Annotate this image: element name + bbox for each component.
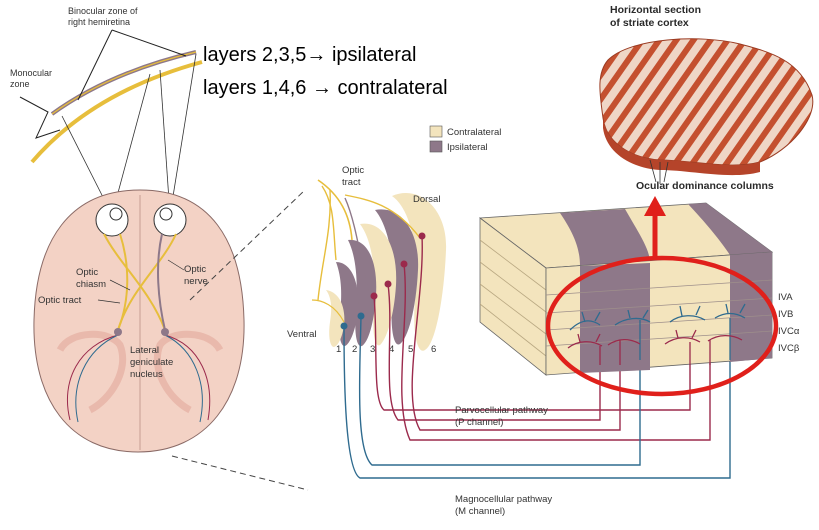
svg-text:tract: tract xyxy=(342,177,361,188)
lgn-layer-label-3: 3 xyxy=(370,344,375,355)
lgn-layer-6 xyxy=(392,193,447,351)
lgn-diagram: Optic tract Dorsal Ventral 1 2 3 4 5 6 xyxy=(287,165,447,355)
monocular-zone-pointer xyxy=(19,96,61,139)
lgn-layer-label-4: 4 xyxy=(389,344,394,355)
lgn-optic-tract-label: Optic xyxy=(342,165,364,176)
cortex-layer-iva: IVA xyxy=(778,292,793,303)
optic-nerve-label: Optic xyxy=(184,264,206,275)
ocular-dominance-label: Ocular dominance columns xyxy=(636,180,774,192)
striate-cortex-section: Horizontal section of striate cortex Ocu… xyxy=(599,4,814,192)
cortex-stripes-surface xyxy=(599,38,814,166)
dorsal-label: Dorsal xyxy=(413,194,440,205)
right-eye xyxy=(153,203,187,237)
contralateral-layers-note: layers 1,4,6 → contralateral xyxy=(203,77,448,99)
svg-text:nerve: nerve xyxy=(184,276,208,287)
svg-text:chiasm: chiasm xyxy=(76,279,106,290)
ocular-column-ipsi-1 xyxy=(580,263,650,373)
magno-pathway-label: Magnocellular pathway xyxy=(455,494,552,505)
lgn-layer-label-5: 5 xyxy=(408,344,413,355)
cortex-layer-ivc-beta: IVCβ xyxy=(778,343,800,354)
lgn-right xyxy=(161,328,169,336)
lgn-layer-1 xyxy=(326,290,345,347)
optic-tract-label: Optic tract xyxy=(38,295,82,306)
binocular-zone-arc xyxy=(50,50,197,116)
ventral-label: Ventral xyxy=(287,329,317,340)
lgn-layer-label-2: 2 xyxy=(352,344,357,355)
cortex-layer-ivc-alpha: IVCα xyxy=(778,326,800,337)
lgn-layer-label-1: 1 xyxy=(336,344,341,355)
pathway-axons: Parvocellular pathway (P channel) Magnoc… xyxy=(343,235,731,517)
binocular-zone-label: Binocular zone of xyxy=(68,6,138,16)
brain-outline xyxy=(33,189,245,453)
legend-swatch-contralateral xyxy=(429,125,443,138)
ocular-column-ipsi-2 xyxy=(730,252,772,362)
horizontal-section-label: Horizontal section xyxy=(610,4,701,16)
lgn-layer-3 xyxy=(348,239,377,347)
svg-text:right hemiretina: right hemiretina xyxy=(68,17,130,27)
highlight-ellipse xyxy=(545,255,779,397)
retina-diagram: Binocular zone of right hemiretina Monoc… xyxy=(10,6,203,216)
lgn-label: Lateral xyxy=(130,345,159,356)
svg-text:geniculate: geniculate xyxy=(130,357,173,368)
magno-axon-1 xyxy=(343,320,731,479)
left-eye xyxy=(95,203,129,237)
lgn-left xyxy=(114,328,122,336)
svg-text:(M channel): (M channel) xyxy=(455,506,505,517)
lgn-layer-4 xyxy=(360,223,397,346)
svg-text:nucleus: nucleus xyxy=(130,369,163,380)
parvo-axon-3 xyxy=(373,295,691,411)
monocular-zone-label: Monocular xyxy=(10,68,52,78)
legend-contralateral: Contralateral xyxy=(447,127,501,138)
cortex-layer-ivb: IVB xyxy=(778,309,793,320)
striate-cortex-block: IVA IVB IVCα IVCβ xyxy=(478,202,800,376)
legend: Contralateral Ipsilateral xyxy=(429,125,501,153)
svg-text:of striate cortex: of striate cortex xyxy=(610,17,689,29)
ipsilateral-layers-note: layers 2,3,5→ ipsilateral xyxy=(203,44,416,66)
svg-text:(P channel): (P channel) xyxy=(455,417,503,428)
hemiretina-arc xyxy=(30,60,203,164)
optic-chiasm-label: Optic xyxy=(76,267,98,278)
svg-text:zone: zone xyxy=(10,79,30,89)
legend-swatch-ipsilateral xyxy=(429,140,443,153)
lgn-layer-label-6: 6 xyxy=(431,344,436,355)
parvo-axon-4 xyxy=(387,283,601,421)
magno-axon-2 xyxy=(358,315,641,466)
parvo-pathway-label: Parvocellular pathway xyxy=(455,405,548,416)
parvo-axon-6 xyxy=(411,235,621,431)
brain-diagram: Optic chiasm Optic nerve Optic tract Lat… xyxy=(33,189,245,453)
highlight-arrow-head xyxy=(644,196,666,216)
legend-ipsilateral: Ipsilateral xyxy=(447,142,488,153)
lgn-layer-5 xyxy=(375,209,419,345)
parvo-axon-5 xyxy=(401,263,711,441)
